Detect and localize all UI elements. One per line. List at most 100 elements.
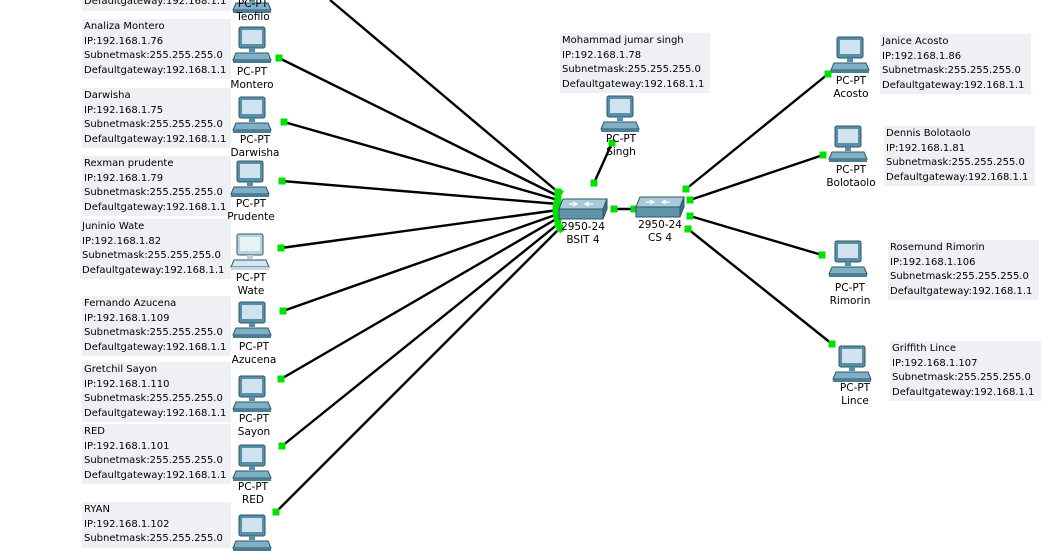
pc-name: Sayon	[237, 426, 271, 438]
link-status-light	[272, 508, 280, 516]
link-status-light	[824, 70, 832, 78]
note-ip: IP:192.168.1.109	[84, 312, 170, 324]
link-status-light	[610, 205, 618, 213]
network-link[interactable]	[283, 120, 559, 202]
network-link[interactable]	[329, 0, 559, 193]
note-title: Mohammad jumar singh	[562, 35, 684, 46]
link-status-light	[279, 307, 287, 315]
connection-links	[275, 0, 833, 513]
network-link[interactable]	[592, 142, 614, 184]
link-status-light	[684, 225, 692, 233]
pc-name: Bolotaolo	[826, 177, 876, 189]
pc-icon[interactable]	[232, 444, 272, 484]
network-link[interactable]	[685, 73, 829, 190]
pc-name: Azucena	[231, 354, 277, 366]
network-link[interactable]	[275, 227, 561, 513]
note-mask: Subnetmask:255.255.255.0	[882, 65, 1021, 76]
pc-icon[interactable]	[232, 26, 272, 66]
note-ip: IP:192.168.1.78	[562, 49, 642, 61]
switch-name: BSIT 4	[566, 234, 600, 246]
pc-config-note[interactable]: Defaultgateway:192.168.1.1	[82, 0, 231, 11]
network-link[interactable]	[281, 223, 559, 447]
link-status-light	[818, 251, 826, 259]
link-lights	[272, 54, 836, 516]
pc-icon[interactable]	[828, 125, 868, 165]
link-status-light	[280, 118, 288, 126]
note-ip: IP:192.168.1.82	[82, 235, 162, 247]
pc-name: RED	[241, 494, 265, 506]
pc-icon[interactable]	[232, 514, 272, 554]
network-link[interactable]	[281, 179, 559, 206]
network-link[interactable]	[280, 216, 559, 381]
switch-model: 2950-24	[638, 219, 682, 231]
pc-icon[interactable]	[232, 96, 272, 136]
pc-icon[interactable]	[232, 301, 272, 341]
pc-icon[interactable]	[830, 36, 870, 76]
pc-name: Darwisha	[230, 147, 280, 159]
pc-type: PC-PT	[238, 413, 270, 425]
note-ip: IP:192.168.1.102	[84, 518, 170, 530]
pc-icon[interactable]	[828, 240, 868, 280]
note-gateway: Defaultgateway:192.168.1.1	[562, 78, 705, 90]
pc-name: Lince	[841, 395, 869, 407]
pc-type: PC-PT	[835, 75, 867, 87]
network-link[interactable]	[689, 153, 824, 202]
network-link[interactable]	[280, 208, 559, 250]
pc-icon[interactable]	[832, 345, 872, 385]
pc-name: Montero	[230, 79, 274, 91]
link-status-light	[554, 206, 562, 214]
link-status-light	[608, 139, 616, 147]
pc-type: PC-PT	[235, 272, 267, 284]
switch-icon[interactable]	[634, 195, 686, 221]
network-link[interactable]	[282, 212, 559, 313]
note-mask: Subnetmask:255.255.255.0	[84, 393, 223, 404]
note-title: Rosemund Rimorin	[890, 242, 985, 253]
note-ip: IP:192.168.1.101	[84, 440, 170, 452]
switch-icon[interactable]	[557, 197, 609, 223]
note-title: Gretchil Sayon	[84, 364, 158, 375]
network-link[interactable]	[278, 56, 559, 198]
link-status-light	[686, 212, 694, 220]
link-status-light	[277, 375, 285, 383]
network-link[interactable]	[687, 228, 833, 345]
pc-name: Wate	[237, 285, 265, 297]
pc-name: Prudente	[227, 211, 275, 223]
pc-type: PC-PT	[605, 133, 637, 145]
pc-icon[interactable]	[232, 0, 272, 16]
note-mask: Subnetmask:255.255.255.0	[84, 50, 223, 61]
pc-icon[interactable]	[230, 160, 270, 200]
network-link[interactable]	[689, 214, 823, 257]
pc-icon[interactable]	[230, 233, 270, 273]
pc-icon[interactable]	[232, 375, 272, 415]
note-title: Darwisha	[84, 90, 131, 101]
note-mask: Subnetmask:255.255.255.0	[890, 271, 1029, 282]
note-ip: IP:192.168.1.76	[84, 35, 164, 47]
note-gateway: Defaultgateway:192.168.1.1	[882, 79, 1025, 91]
pc-icon[interactable]	[600, 95, 640, 135]
pc-name: Acosto	[833, 88, 869, 100]
note-title: Griffith Lince	[892, 343, 957, 354]
link-status-light	[828, 340, 836, 348]
